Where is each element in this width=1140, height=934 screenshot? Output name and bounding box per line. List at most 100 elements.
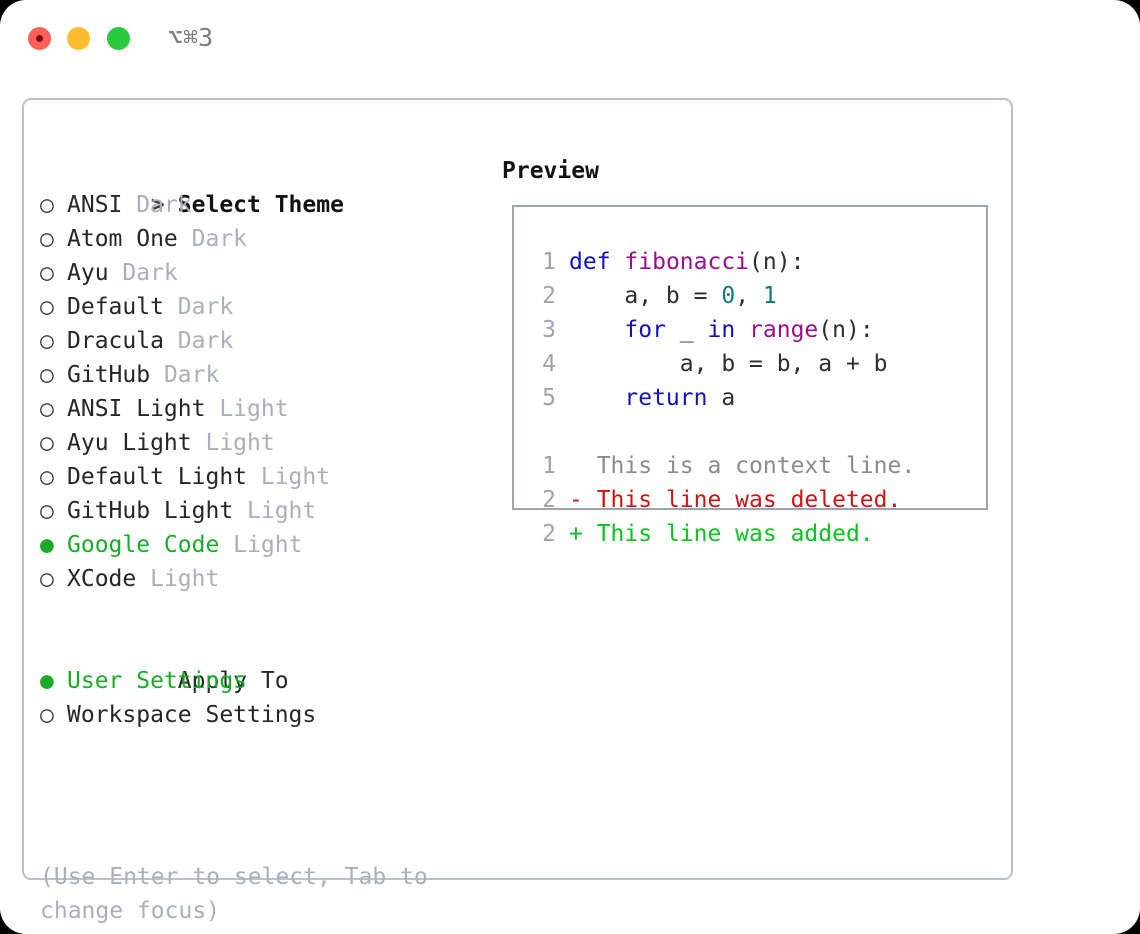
theme-option-variant-badge: Light	[247, 464, 331, 490]
code-gutter-space	[556, 245, 569, 279]
code-line: 3 for _ in range(n):	[528, 313, 978, 347]
code-line-number: 5	[542, 385, 556, 411]
radio-unselected-icon[interactable]: ○	[40, 430, 54, 456]
code-token	[611, 249, 625, 275]
radio-unselected-icon[interactable]: ○	[40, 260, 54, 286]
theme-option-ayu-light[interactable]: ○ Ayu Light Light	[40, 426, 470, 460]
theme-option-github-light[interactable]: ○GitHub Light Light	[40, 494, 470, 528]
theme-option-variant-badge: Light	[191, 430, 275, 456]
maximize-window-button[interactable]	[107, 27, 130, 50]
theme-option-label: Atom One	[67, 226, 178, 252]
code-token: _	[665, 317, 708, 343]
theme-option-ansi[interactable]: ○ ANSI Dark	[40, 188, 470, 222]
close-window-button[interactable]	[28, 27, 51, 50]
diff-gutter-space	[556, 517, 569, 551]
keyboard-hint-text: (Use Enter to select, Tab to change focu…	[40, 864, 442, 924]
radio-selected-icon[interactable]: ●	[40, 668, 54, 694]
diff-line-list: 1 This is a context line.2 - This line w…	[528, 449, 978, 551]
code-token: (n):	[749, 249, 805, 275]
code-token: in	[707, 317, 736, 343]
radio-unselected-icon[interactable]: ○	[40, 192, 54, 218]
theme-option-label: Default Light	[67, 464, 248, 490]
theme-option-variant-badge: Dark	[163, 328, 234, 354]
radio-unselected-icon[interactable]: ○	[40, 702, 54, 728]
radio-unselected-icon[interactable]: ○	[40, 566, 54, 592]
theme-option-default-light[interactable]: ○ Default Light Light	[40, 460, 470, 494]
code-line: 4 a, b = b, a + b	[528, 347, 978, 381]
radio-unselected-icon[interactable]: ○	[40, 464, 54, 490]
theme-option-variant-badge: Light	[219, 532, 303, 558]
radio-unselected-icon[interactable]: ○	[40, 226, 54, 252]
diff-text: This is a context line.	[582, 453, 916, 479]
diff-spacer	[528, 415, 978, 449]
code-token: 0	[721, 283, 736, 309]
code-gutter-space	[556, 313, 569, 347]
radio-unselected-icon[interactable]: ○	[40, 362, 54, 388]
theme-option-default[interactable]: ○Default Dark	[40, 290, 470, 324]
code-gutter-space	[556, 347, 569, 381]
radio-unselected-icon[interactable]: ○	[40, 396, 54, 422]
theme-option-ayu[interactable]: ○Ayu Dark	[40, 256, 470, 290]
theme-option-google-code[interactable]: ● Google Code Light	[40, 528, 470, 562]
code-token: return	[624, 385, 708, 411]
prompt-caret-icon: >	[150, 192, 165, 218]
apply-to-option-user-settings[interactable]: ● User Settings	[40, 664, 470, 698]
diff-line-number: 1	[542, 453, 556, 479]
apply-to-header: ○Apply To	[40, 630, 470, 694]
code-token: a, b = b, a + b	[569, 351, 888, 377]
theme-option-atom-one[interactable]: ○Atom One Dark	[40, 222, 470, 256]
diff-sign: +	[569, 521, 583, 547]
code-token: fibonacci	[624, 249, 750, 275]
code-line-number: 1	[542, 249, 556, 275]
select-theme-header-label: Select Theme	[177, 192, 344, 218]
radio-unselected-icon[interactable]: ○	[40, 294, 54, 320]
theme-option-label: ANSI Light	[67, 396, 206, 422]
code-gutter-space	[556, 381, 569, 415]
theme-option-label: ANSI	[67, 192, 123, 218]
code-token	[569, 317, 624, 343]
code-token	[735, 317, 749, 343]
theme-option-variant-badge: Light	[136, 566, 220, 592]
theme-option-label: Ayu Light	[67, 430, 192, 456]
theme-option-label: Google Code	[67, 532, 220, 558]
section-spacer	[40, 596, 470, 630]
diff-sign	[569, 453, 583, 479]
apply-to-option-list: ● User Settings ○Workspace Settings	[40, 664, 470, 732]
diff-line-add: 2 + This line was added.	[528, 517, 978, 551]
code-token: 1	[762, 283, 777, 309]
title-bar: ⌥⌘3	[0, 0, 1140, 78]
theme-option-dracula[interactable]: ○ Dracula Dark	[40, 324, 470, 358]
apply-to-option-workspace-settings[interactable]: ○Workspace Settings	[40, 698, 470, 732]
code-token: for	[624, 317, 666, 343]
diff-line-del: 2 - This line was deleted.	[528, 483, 978, 517]
code-line-number: 2	[542, 283, 556, 309]
theme-option-variant-badge: Dark	[150, 362, 220, 388]
radio-selected-icon[interactable]: ●	[40, 532, 54, 558]
diff-gutter-space	[556, 483, 569, 517]
code-token: ,	[735, 283, 763, 309]
diff-sign: -	[569, 487, 583, 513]
theme-option-xcode[interactable]: ○XCode Light	[40, 562, 470, 596]
code-line: 1 def fibonacci(n):	[528, 245, 978, 279]
minimize-window-button[interactable]	[67, 27, 90, 50]
diff-text: This line was deleted.	[582, 487, 902, 513]
diff-line-ctx: 1 This is a context line.	[528, 449, 978, 483]
apply-to-option-label: User Settings	[67, 668, 248, 694]
theme-option-label: GitHub Light	[67, 498, 234, 524]
theme-option-variant-badge: Dark	[122, 192, 192, 218]
left-column: >Select Theme ○ANSI Dark○Atom One Dark○A…	[40, 154, 470, 732]
window-title: ⌥⌘3	[168, 23, 214, 52]
theme-option-ansi-light[interactable]: ○ANSI Light Light	[40, 392, 470, 426]
code-token: (n):	[818, 317, 874, 343]
theme-option-label: Default	[67, 294, 164, 320]
theme-option-label: Dracula	[67, 328, 164, 354]
theme-option-github[interactable]: ○GitHub Dark	[40, 358, 470, 392]
code-line-number: 3	[542, 317, 556, 343]
code-line-number: 4	[542, 351, 556, 377]
radio-unselected-icon[interactable]: ○	[40, 498, 54, 524]
radio-unselected-icon[interactable]: ○	[40, 328, 54, 354]
select-theme-header: > Select Theme	[40, 154, 470, 218]
